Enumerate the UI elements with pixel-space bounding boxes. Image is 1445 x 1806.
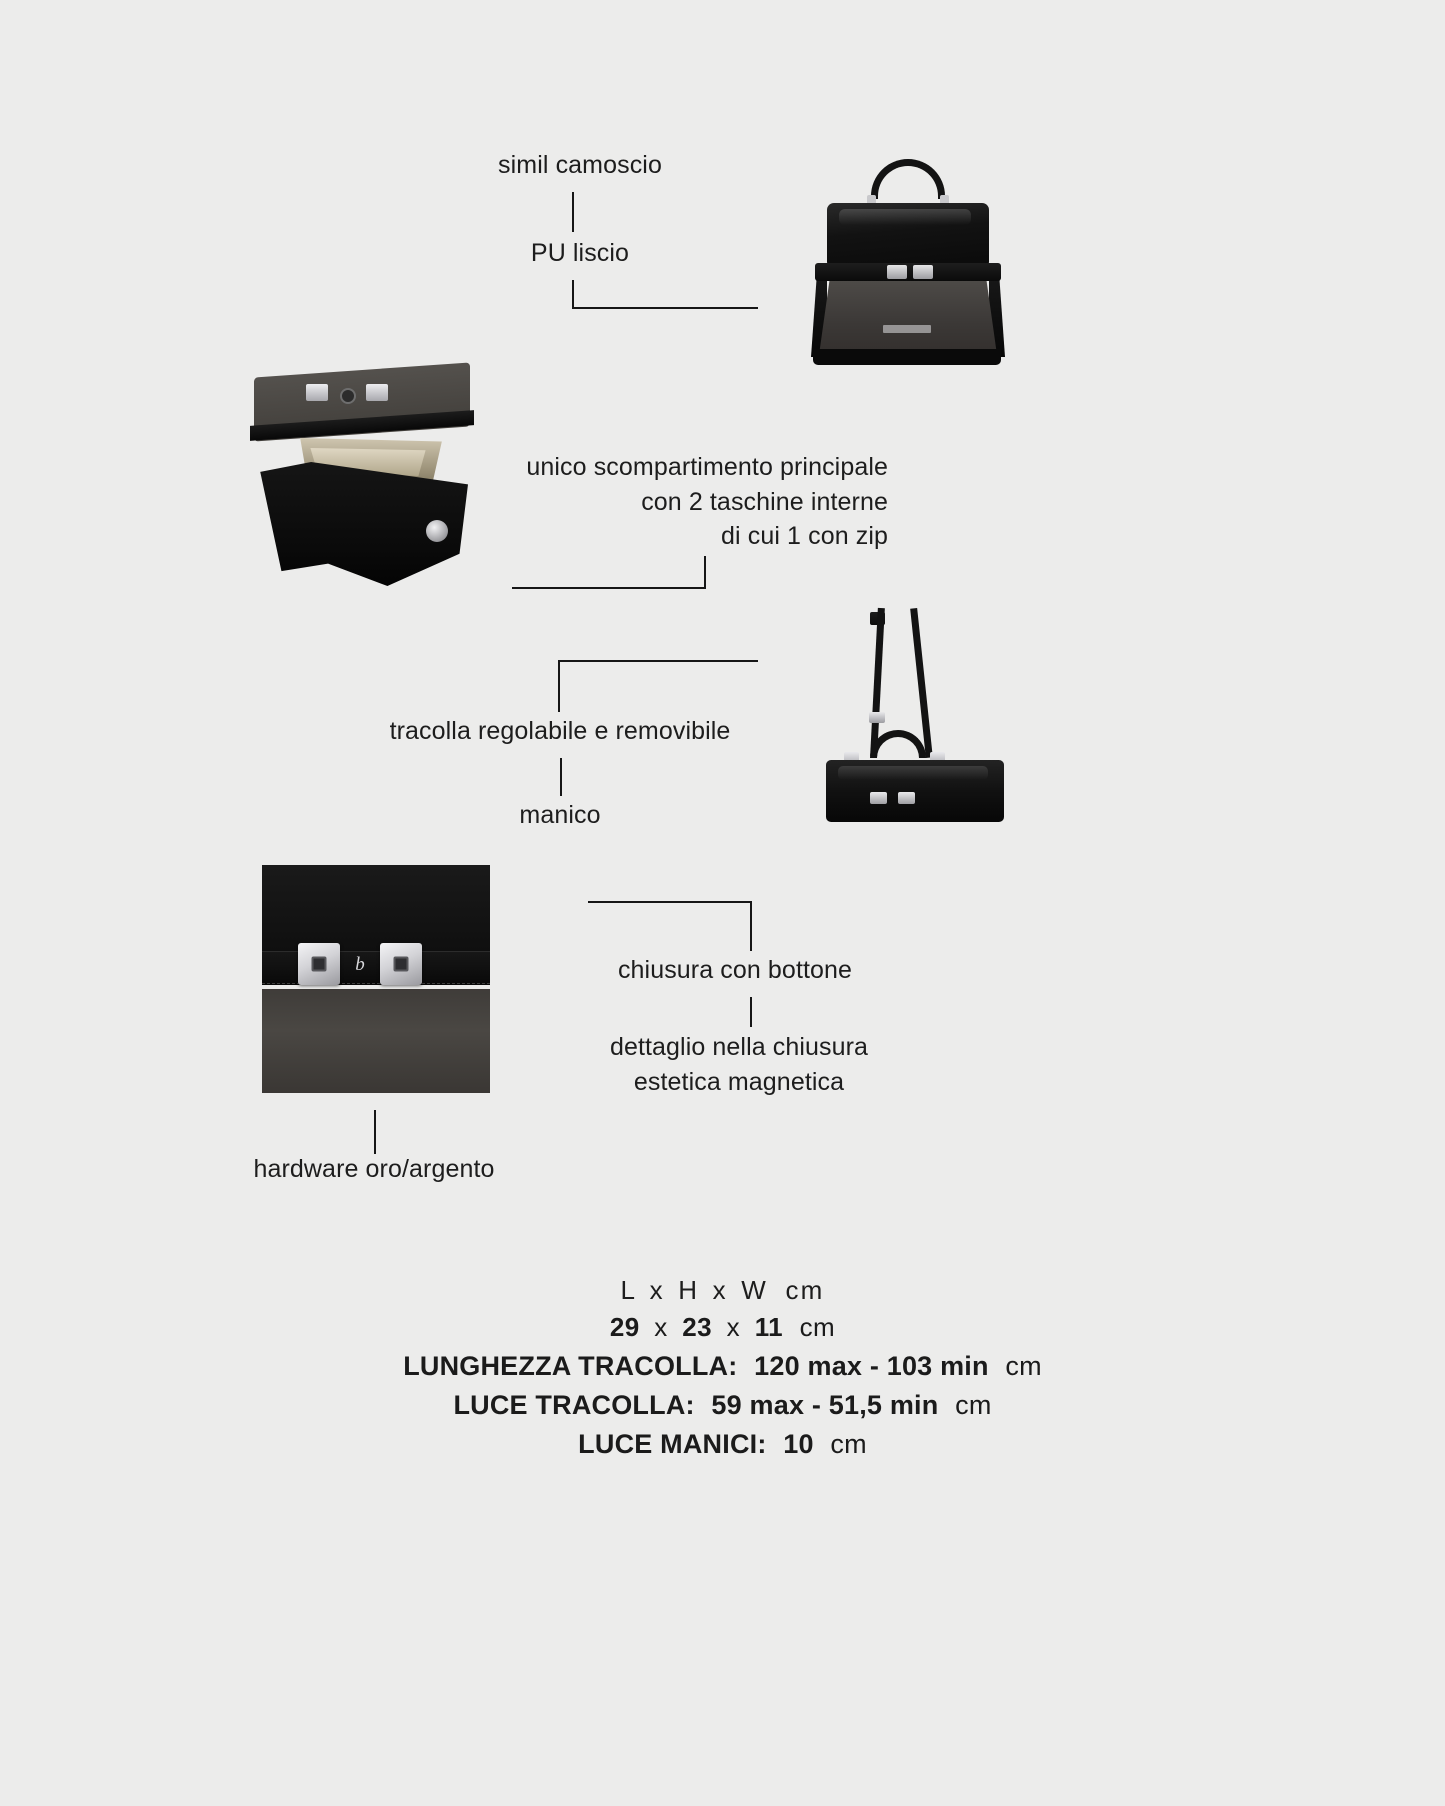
dimensions-strap-length-row: LUNGHEZZA TRACOLLA: 120 max - 103 min cm [0, 1347, 1445, 1386]
bag-body [826, 760, 1004, 822]
top-handle [871, 159, 945, 199]
dimensions-strap-drop-row: LUCE TRACOLLA: 59 max - 51,5 min cm [0, 1386, 1445, 1425]
dim-header-sep-1: x [649, 1275, 665, 1305]
strap-length-label: LUNGHEZZA TRACOLLA: [403, 1350, 738, 1381]
handbag-open-interior-photo [248, 362, 480, 600]
handbag-front-view-photo [795, 145, 1020, 380]
compartment-line-2: con 2 taschine interne [641, 487, 888, 516]
dim-size-sep-2: x [726, 1312, 741, 1343]
handle-clip-right [940, 195, 949, 208]
label-pu-liscio: PU liscio [530, 239, 630, 267]
dim-header-sep-2: x [712, 1275, 728, 1305]
label-simil-camoscio: simil camoscio [498, 151, 662, 179]
clasp-plate-right [366, 384, 388, 401]
compartment-line-1: unico scompartimento principale [526, 453, 888, 481]
leather-strap-band [262, 951, 490, 985]
strap-adjuster-slider [869, 712, 885, 723]
leader-line-compartment-horizontal [512, 587, 706, 589]
clasp-inner-square [311, 956, 327, 972]
dim-height: 23 [682, 1312, 713, 1343]
leader-line-chiusura-vertical [750, 901, 752, 951]
handbag-shoulder-strap-photo [812, 600, 1024, 832]
leather-upper-area [262, 865, 490, 959]
leader-line-simil-camoscio [572, 192, 574, 232]
leader-line-chiusura-horizontal [588, 901, 752, 903]
label-tracolla: tracolla regolabile e removibile [389, 717, 731, 745]
label-manico: manico [519, 801, 601, 829]
dettaglio-line-2: estetica magnetica [633, 1067, 845, 1096]
clasp-plate-left [298, 943, 340, 985]
brand-monogram-icon: b [355, 954, 365, 975]
strap-length-value: 120 max - 103 min [754, 1350, 989, 1381]
handle-drop-unit: cm [830, 1428, 867, 1459]
bag-bottom-edge [813, 349, 1001, 365]
clasp-plate-left [887, 265, 907, 279]
suede-lower-area [262, 989, 490, 1093]
label-chiusura: chiusura con bottone [617, 956, 853, 984]
clasp-plate-left [306, 384, 328, 401]
center-ring-hardware [340, 388, 356, 404]
dim-size-sep-1: x [654, 1312, 668, 1343]
label-dettaglio-chiusura: dettaglio nella chiusura estetica magnet… [540, 1030, 938, 1099]
leader-line-hardware-vertical [374, 1110, 376, 1154]
dim-header-h: H [678, 1275, 700, 1305]
top-handle [870, 730, 926, 758]
strap-drop-label: LUCE TRACOLLA: [453, 1389, 695, 1420]
handle-drop-value: 10 [783, 1428, 814, 1459]
label-compartment: unico scompartimento principale con 2 ta… [460, 450, 888, 554]
dim-header-unit: cm [785, 1275, 825, 1305]
leather-flap [827, 203, 989, 265]
handle-drop-label: LUCE MANICI: [578, 1428, 767, 1459]
front-strap-bar [815, 263, 1001, 281]
dimensions-block: L x H x W cm 29 x 23 x 11 cm LUNGHEZZA T… [0, 1272, 1445, 1464]
strap-length-unit: cm [1005, 1350, 1042, 1381]
clasp-plate-right [913, 265, 933, 279]
clasp-plate-left [870, 792, 887, 804]
suede-body-panel [819, 279, 997, 355]
compartment-line-3: di cui 1 con zip [721, 522, 888, 550]
leader-line-manico-vertical [560, 758, 562, 796]
brand-logo-embossed [883, 325, 931, 333]
dimensions-handle-drop-row: LUCE MANICI: 10 cm [0, 1425, 1445, 1464]
dim-length: 29 [609, 1312, 640, 1343]
dimensions-header: L x H x W cm [0, 1272, 1445, 1309]
dimensions-size-row: 29 x 23 x 11 cm [0, 1309, 1445, 1346]
leader-line-tracolla-horizontal [558, 660, 758, 662]
handle-clip-left [867, 195, 876, 208]
dim-size-unit: cm [799, 1312, 836, 1343]
clasp-plate-right [380, 943, 422, 985]
leader-line-pu-liscio-vertical [572, 280, 574, 308]
logo-stud [426, 520, 448, 542]
clasp-inner-square [393, 956, 409, 972]
label-hardware: hardware oro/argento [253, 1155, 495, 1183]
dim-header-w: W [741, 1275, 769, 1305]
body-highlight [838, 766, 988, 780]
strap-drop-unit: cm [955, 1389, 992, 1420]
dim-width: 11 [754, 1312, 783, 1343]
leader-line-compartment-vertical [704, 556, 706, 588]
dim-header-l: L [620, 1275, 637, 1305]
leader-line-pu-liscio-horizontal [572, 307, 758, 309]
strap-drop-value: 59 max - 51,5 min [711, 1389, 939, 1420]
handbag-clasp-hardware-closeup-photo: b [262, 865, 490, 1093]
bag-illustration-front [809, 159, 1005, 369]
clasp-plate-right [898, 792, 915, 804]
leader-line-dettaglio-vertical [750, 997, 752, 1027]
flap-highlight [839, 209, 971, 225]
leader-line-tracolla-vertical [558, 660, 560, 712]
stitch-line [262, 983, 490, 984]
dettaglio-line-1: dettaglio nella chiusura [609, 1033, 869, 1061]
